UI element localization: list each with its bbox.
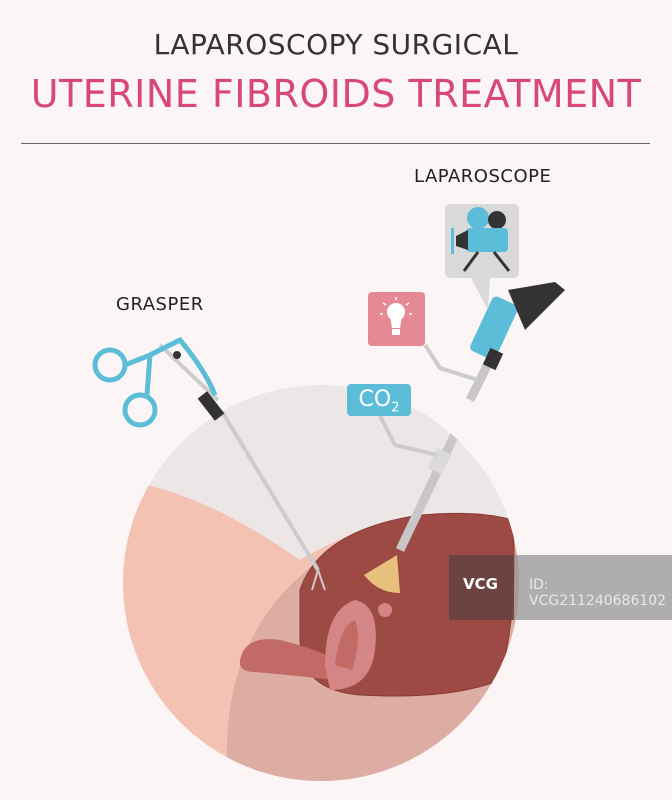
page-title: UTERINE FIBROIDS TREATMENT bbox=[30, 72, 642, 116]
laparoscope-label: LAPAROSCOPE bbox=[414, 166, 552, 187]
co2-text: CO bbox=[358, 387, 392, 412]
fibroid-small bbox=[378, 603, 392, 617]
watermark: VCG ID: VCG211240686102 bbox=[449, 555, 672, 620]
watermark-id: ID: VCG211240686102 bbox=[529, 577, 667, 609]
grasper-label: GRASPER bbox=[116, 294, 204, 315]
light-bulb-icon bbox=[368, 292, 425, 346]
co2-subscript: 2 bbox=[391, 400, 400, 416]
camera-bubble bbox=[445, 204, 519, 310]
watermark-logo-box: VCG bbox=[449, 555, 514, 620]
laparoscope-shaft bbox=[395, 385, 500, 552]
fibroid-yellow bbox=[364, 555, 400, 593]
grasper-handle-icon bbox=[92, 336, 218, 428]
grasper-tip bbox=[197, 391, 225, 421]
co2-icon: CO2 bbox=[347, 384, 411, 416]
vagina bbox=[239, 639, 335, 680]
subtitle: LAPAROSCOPY SURGICAL bbox=[153, 28, 519, 61]
connector-lines bbox=[378, 343, 479, 457]
laparoscope-camera bbox=[470, 282, 565, 371]
divider bbox=[21, 143, 650, 144]
grasper-shaft bbox=[213, 398, 320, 572]
watermark-logo: VCG bbox=[463, 575, 498, 593]
